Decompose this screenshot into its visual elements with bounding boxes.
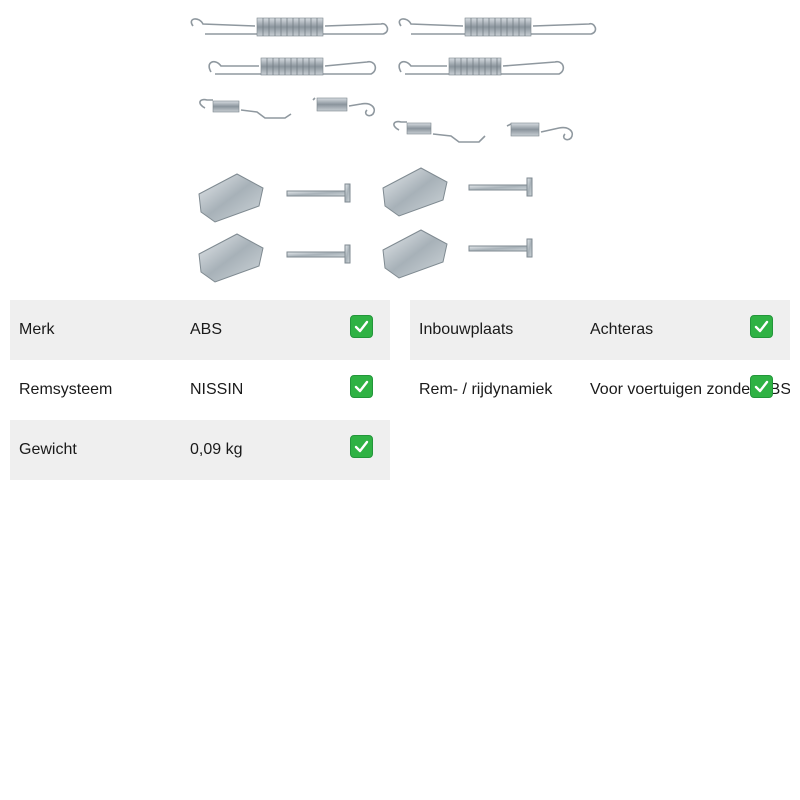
spec-label: Merk: [19, 321, 55, 338]
check-mark-icon: [350, 315, 373, 338]
spec-row-merk: Merk ABS: [10, 300, 390, 360]
spec-row-remsysteem: Remsysteem NISSIN: [10, 360, 390, 420]
spec-row-rijdynamiek: Rem- / rijdynamiek Voor voertuigen zonde…: [410, 360, 790, 420]
spec-value: 0,09 kg: [190, 441, 243, 458]
product-image: [185, 8, 605, 292]
spec-label: Remsysteem: [19, 381, 113, 398]
check-mark-icon: [750, 315, 773, 338]
spec-value: NISSIN: [190, 381, 244, 398]
spec-value: Voor voertuigen zonder ABS: [590, 381, 790, 398]
check-mark-icon: [750, 375, 773, 398]
spec-row-inbouwplaats: Inbouwplaats Achteras: [410, 300, 790, 360]
spec-label: Rem- / rijdynamiek: [419, 381, 553, 398]
spec-value: ABS: [190, 321, 223, 338]
spec-label: Gewicht: [19, 441, 77, 458]
spec-value: Achteras: [590, 321, 654, 338]
spec-row-gewicht: Gewicht 0,09 kg: [10, 420, 390, 480]
check-mark-icon: [350, 375, 373, 398]
spec-table-right: Inbouwplaats Achteras Rem- / rijdynamiek…: [410, 300, 790, 420]
spec-label: Inbouwplaats: [419, 321, 514, 338]
check-mark-icon: [350, 435, 373, 458]
spec-table-left: Merk ABS Remsysteem NISSIN Gewicht 0,09 …: [10, 300, 390, 480]
